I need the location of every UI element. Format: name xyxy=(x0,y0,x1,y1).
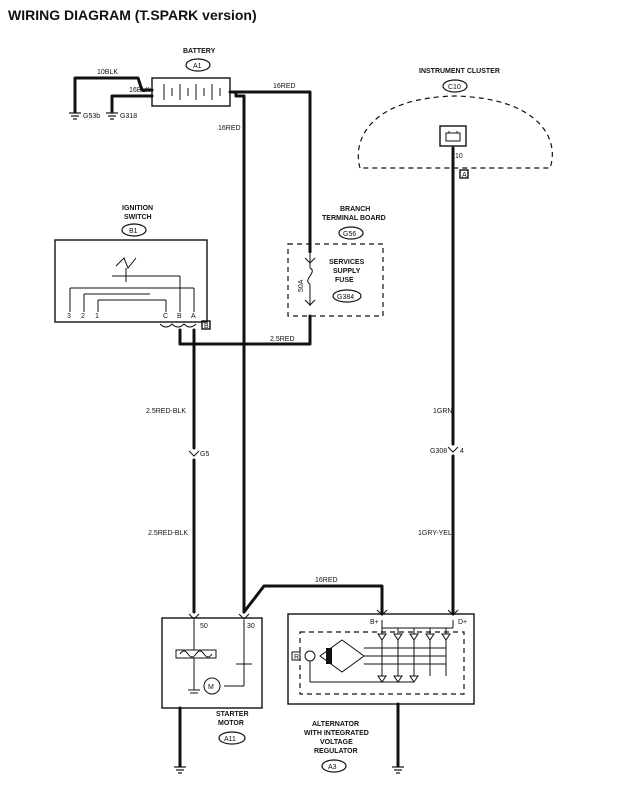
branch-board-code: G56 xyxy=(343,231,356,238)
battery-code-oval xyxy=(185,58,211,72)
fuse-symbol xyxy=(304,254,316,306)
ignition-pin-b: B xyxy=(177,313,182,320)
wire-16red-alternator xyxy=(242,584,384,616)
wire-16red-to-fuse xyxy=(234,90,312,254)
ignition-switch-contacts xyxy=(69,257,195,312)
starter-pin-30-arrow xyxy=(238,613,250,620)
branch-board-outline xyxy=(287,243,384,317)
wire-16blk xyxy=(110,94,154,114)
starter-label-1: STARTER xyxy=(216,711,249,718)
battery-code: A1 xyxy=(193,63,202,70)
alternator-pin-dplus: D+ xyxy=(458,619,467,626)
wire-label-16red-alt: 16RED xyxy=(315,577,338,584)
alternator-r-symbol: R xyxy=(294,654,299,661)
ignition-switch-label-1: IGNITION xyxy=(122,205,153,212)
ground-g318-label: G318 xyxy=(120,113,137,120)
ignition-pin-c: C xyxy=(163,313,168,320)
starter-pin-50-arrow xyxy=(188,613,200,620)
instrument-cluster-connector-box xyxy=(459,169,469,179)
wire-10blk xyxy=(73,76,154,114)
starter-label-2: MOTOR xyxy=(218,720,244,727)
ground-g53b-label: G53b xyxy=(83,113,100,120)
fuse-label-1: SERVICES xyxy=(329,259,365,266)
wire-label-2-5red: 2.5RED xyxy=(270,336,295,343)
ground-starter-symbol xyxy=(174,766,186,774)
wire-2-5red xyxy=(178,314,312,346)
connector-g5-symbol xyxy=(188,450,200,457)
wire-label-16red-down: 16RED xyxy=(218,125,241,132)
fuse-label-3: FUSE xyxy=(335,277,354,284)
instrument-cluster-outline xyxy=(357,95,553,169)
ignition-pin-3: 3 xyxy=(67,313,71,320)
starter-code: A11 xyxy=(224,736,236,743)
instrument-cluster-code-oval xyxy=(442,79,468,93)
instrument-cluster-label: INSTRUMENT CLUSTER xyxy=(419,68,500,75)
ignition-pin-2: 2 xyxy=(81,313,85,320)
alternator-dplus-arrow xyxy=(447,609,459,616)
instrument-cluster-connector: A xyxy=(462,172,467,179)
alternator-bplus-arrow xyxy=(376,609,388,616)
alternator-pin-bplus: B+ xyxy=(370,619,379,626)
starter-motor-box xyxy=(161,617,263,709)
ground-g53b-symbol xyxy=(69,112,81,120)
charge-warning-lamp xyxy=(439,125,467,147)
wire-label-10blk: 10BLK xyxy=(97,69,118,76)
alternator-label-2: WITH INTEGRATED xyxy=(304,730,369,737)
connector-g308-label: G308 xyxy=(430,448,447,455)
fuse-rating: 50A xyxy=(298,279,305,292)
starter-code-oval xyxy=(218,731,246,745)
ignition-switch-box xyxy=(54,239,208,323)
branch-board-code-oval xyxy=(338,226,364,240)
ignition-switch-label-2: SWITCH xyxy=(124,214,152,221)
wire-16red-to-starter xyxy=(228,90,246,614)
starter-motor-symbol: M xyxy=(208,684,214,691)
ignition-connector-b-symbol xyxy=(159,323,197,328)
wire-label-1gry-yel: 1GRY-YEL xyxy=(418,530,452,537)
diagram-title: WIRING DIAGRAM (T.SPARK version) xyxy=(8,7,257,23)
wire-label-1grn: 1GRN xyxy=(433,408,452,415)
wire-label-16red-top: 16RED xyxy=(273,83,296,90)
connector-g308-pin: 4 xyxy=(460,448,464,455)
instrument-cluster-code: C10 xyxy=(448,84,461,91)
battery-symbol xyxy=(151,77,231,107)
starter-pin-50: 50 xyxy=(200,623,208,630)
starter-internals xyxy=(175,620,252,695)
ignition-switch-code-oval xyxy=(121,223,147,237)
alternator-label-1: ALTERNATOR xyxy=(312,721,359,728)
alternator-code-oval xyxy=(321,759,347,773)
fuse-label-2: SUPPLY xyxy=(333,268,361,275)
ground-alternator-symbol xyxy=(392,766,404,774)
branch-board-label-2: TERMINAL BOARD xyxy=(322,215,386,222)
alternator-label-3: VOLTAGE xyxy=(320,739,353,746)
fuse-code: G384 xyxy=(337,294,354,301)
alternator-internals xyxy=(291,620,454,683)
fuse-code-oval xyxy=(332,289,362,303)
alternator-code: A3 xyxy=(328,764,337,771)
ground-g318-symbol xyxy=(106,112,118,120)
connector-g5-label: G5 xyxy=(200,451,209,458)
ignition-switch-code: B1 xyxy=(129,228,138,235)
connector-g308-symbol xyxy=(447,446,459,453)
ignition-connector: B xyxy=(204,323,209,330)
ignition-connector-box xyxy=(201,320,211,330)
ignition-pin-a: A xyxy=(191,313,196,320)
wire-label-2-5red-blk-2: 2.5RED-BLK xyxy=(148,530,188,537)
battery-label: BATTERY xyxy=(183,48,216,55)
wire-label-2-5red-blk-1: 2.5RED-BLK xyxy=(146,408,186,415)
branch-board-label-1: BRANCH xyxy=(340,206,370,213)
instrument-cluster-pin: 10 xyxy=(455,153,463,160)
ignition-pin-1: 1 xyxy=(95,313,99,320)
wire-label-16blk: 16BLK xyxy=(129,87,150,94)
starter-pin-30: 30 xyxy=(247,623,255,630)
alternator-label-4: REGULATOR xyxy=(314,748,358,755)
